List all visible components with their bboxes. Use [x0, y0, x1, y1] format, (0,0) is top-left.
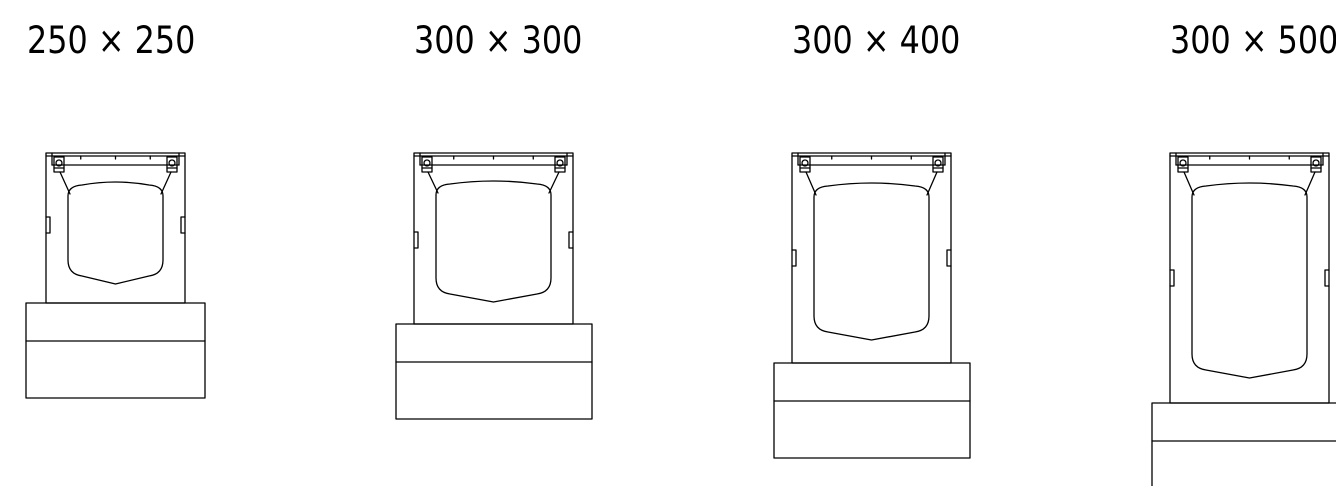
- flow-pocket: [435, 180, 552, 303]
- bolt-clamp: [932, 156, 944, 173]
- funnel-line: [59, 171, 71, 195]
- bolt-clamp: [1310, 156, 1322, 173]
- funnel-line: [427, 171, 439, 194]
- channel-section-1: [395, 152, 593, 420]
- funnel-line: [548, 171, 560, 194]
- size-label-300x400: 300 × 400: [792, 19, 961, 62]
- channel-body: [791, 152, 952, 364]
- flow-pocket: [1191, 182, 1308, 379]
- size-label-250x250: 250 × 250: [27, 19, 196, 62]
- funnel-line: [1304, 171, 1316, 196]
- flow-pocket: [67, 181, 164, 285]
- bolt-clamp: [53, 156, 65, 173]
- funnel-line: [926, 171, 938, 196]
- wall-notch: [1324, 269, 1330, 287]
- wall-notch: [568, 231, 574, 249]
- wall-notch: [1169, 269, 1175, 287]
- wall-notch: [946, 249, 952, 267]
- bolt-head: [423, 159, 431, 167]
- funnel-line: [1183, 171, 1195, 196]
- wall-notch: [413, 231, 419, 249]
- channel-body: [45, 152, 186, 304]
- channel-body: [413, 152, 574, 325]
- size-label-300x500: 300 × 500: [1170, 19, 1336, 62]
- bolt-head: [55, 159, 63, 167]
- bolt-head: [168, 159, 176, 167]
- bolt-head: [934, 159, 942, 167]
- bolt-head: [556, 159, 564, 167]
- concrete-base: [395, 323, 593, 420]
- concrete-base: [25, 302, 206, 399]
- bolt-clamp: [421, 156, 433, 173]
- channel-section-3: [1151, 152, 1336, 486]
- channel-section-2: [773, 152, 971, 459]
- bolt-head: [801, 159, 809, 167]
- concrete-base: [773, 362, 971, 459]
- concrete-base: [1151, 402, 1336, 486]
- funnel-line: [160, 171, 172, 195]
- bolt-head: [1179, 159, 1187, 167]
- wall-notch: [791, 249, 797, 267]
- bolt-clamp: [166, 156, 178, 173]
- wall-notch: [45, 216, 51, 234]
- bolt-clamp: [554, 156, 566, 173]
- wall-notch: [180, 216, 186, 234]
- funnel-line: [805, 171, 817, 196]
- flow-pocket: [813, 182, 930, 341]
- size-label-300x300: 300 × 300: [414, 19, 583, 62]
- channel-section-0: [25, 152, 206, 399]
- bolt-clamp: [799, 156, 811, 173]
- bolt-clamp: [1177, 156, 1189, 173]
- bolt-head: [1312, 159, 1320, 167]
